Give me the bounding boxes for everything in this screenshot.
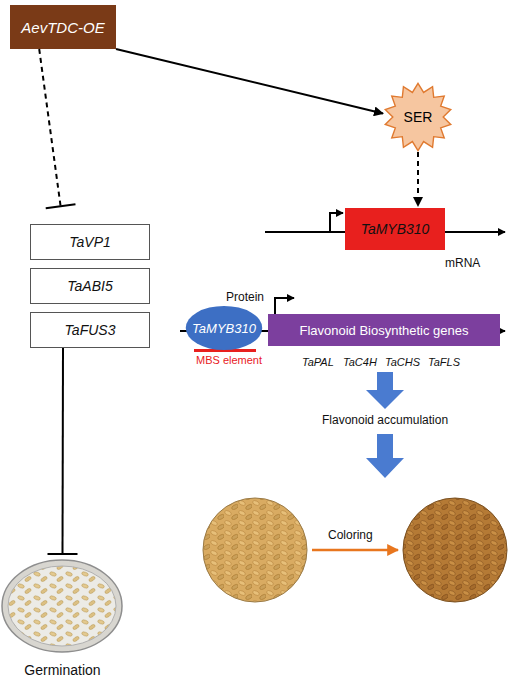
node-text: Flavonoid Biosynthetic genes: [299, 323, 468, 338]
gene-box: TaVP1: [30, 224, 150, 260]
coloring-arrow: [312, 549, 398, 552]
petri-dish: [0, 558, 125, 678]
flow-arrow: [366, 434, 404, 478]
node-text: TaFUS3: [65, 322, 116, 338]
arrow-connector: [116, 49, 383, 114]
flow-arrow: [366, 372, 404, 409]
gene-box: TaFUS3: [30, 312, 150, 348]
node-text: TaMYB310: [192, 321, 256, 336]
germination-plate: Germination: [0, 558, 125, 678]
gene-name: TaFLS: [428, 356, 460, 368]
node-text: Germination: [24, 662, 100, 678]
gene-band: Flavonoid Biosynthetic genes: [268, 314, 500, 346]
arrow-connector: [417, 152, 419, 206]
seed-plate: [203, 498, 307, 602]
promoter-arrow: [275, 298, 294, 314]
process-text: Flavonoid accumulation: [322, 413, 448, 427]
gene-box: TaABI5: [30, 268, 150, 304]
seed-plate: [403, 498, 507, 602]
gene-box: AevTDC-OE: [10, 5, 116, 49]
annotation-text: Protein: [226, 290, 264, 304]
promoter-arrow: [330, 213, 343, 232]
annotation-text: mRNA: [445, 256, 480, 270]
inhibition-connector: [62, 348, 65, 554]
node-text: TaMYB310: [361, 221, 430, 237]
starburst-node: SER: [383, 82, 453, 152]
element-label: MBS element: [196, 354, 262, 366]
node-text: TaABI5: [67, 278, 112, 294]
gene-name: TaPAL: [302, 356, 334, 368]
inhibition-connector: [39, 49, 60, 206]
protein-ellipse: TaMYB310: [185, 305, 263, 351]
process-text: Coloring: [328, 528, 373, 542]
gene-box: TaMYB310: [345, 208, 445, 250]
node-text: AevTDC-OE: [21, 19, 104, 36]
node-text: SER: [404, 109, 433, 125]
node-text: TaVP1: [69, 234, 111, 250]
gene-name: TaCHS: [385, 356, 420, 368]
gene-name: TaC4H: [343, 356, 377, 368]
